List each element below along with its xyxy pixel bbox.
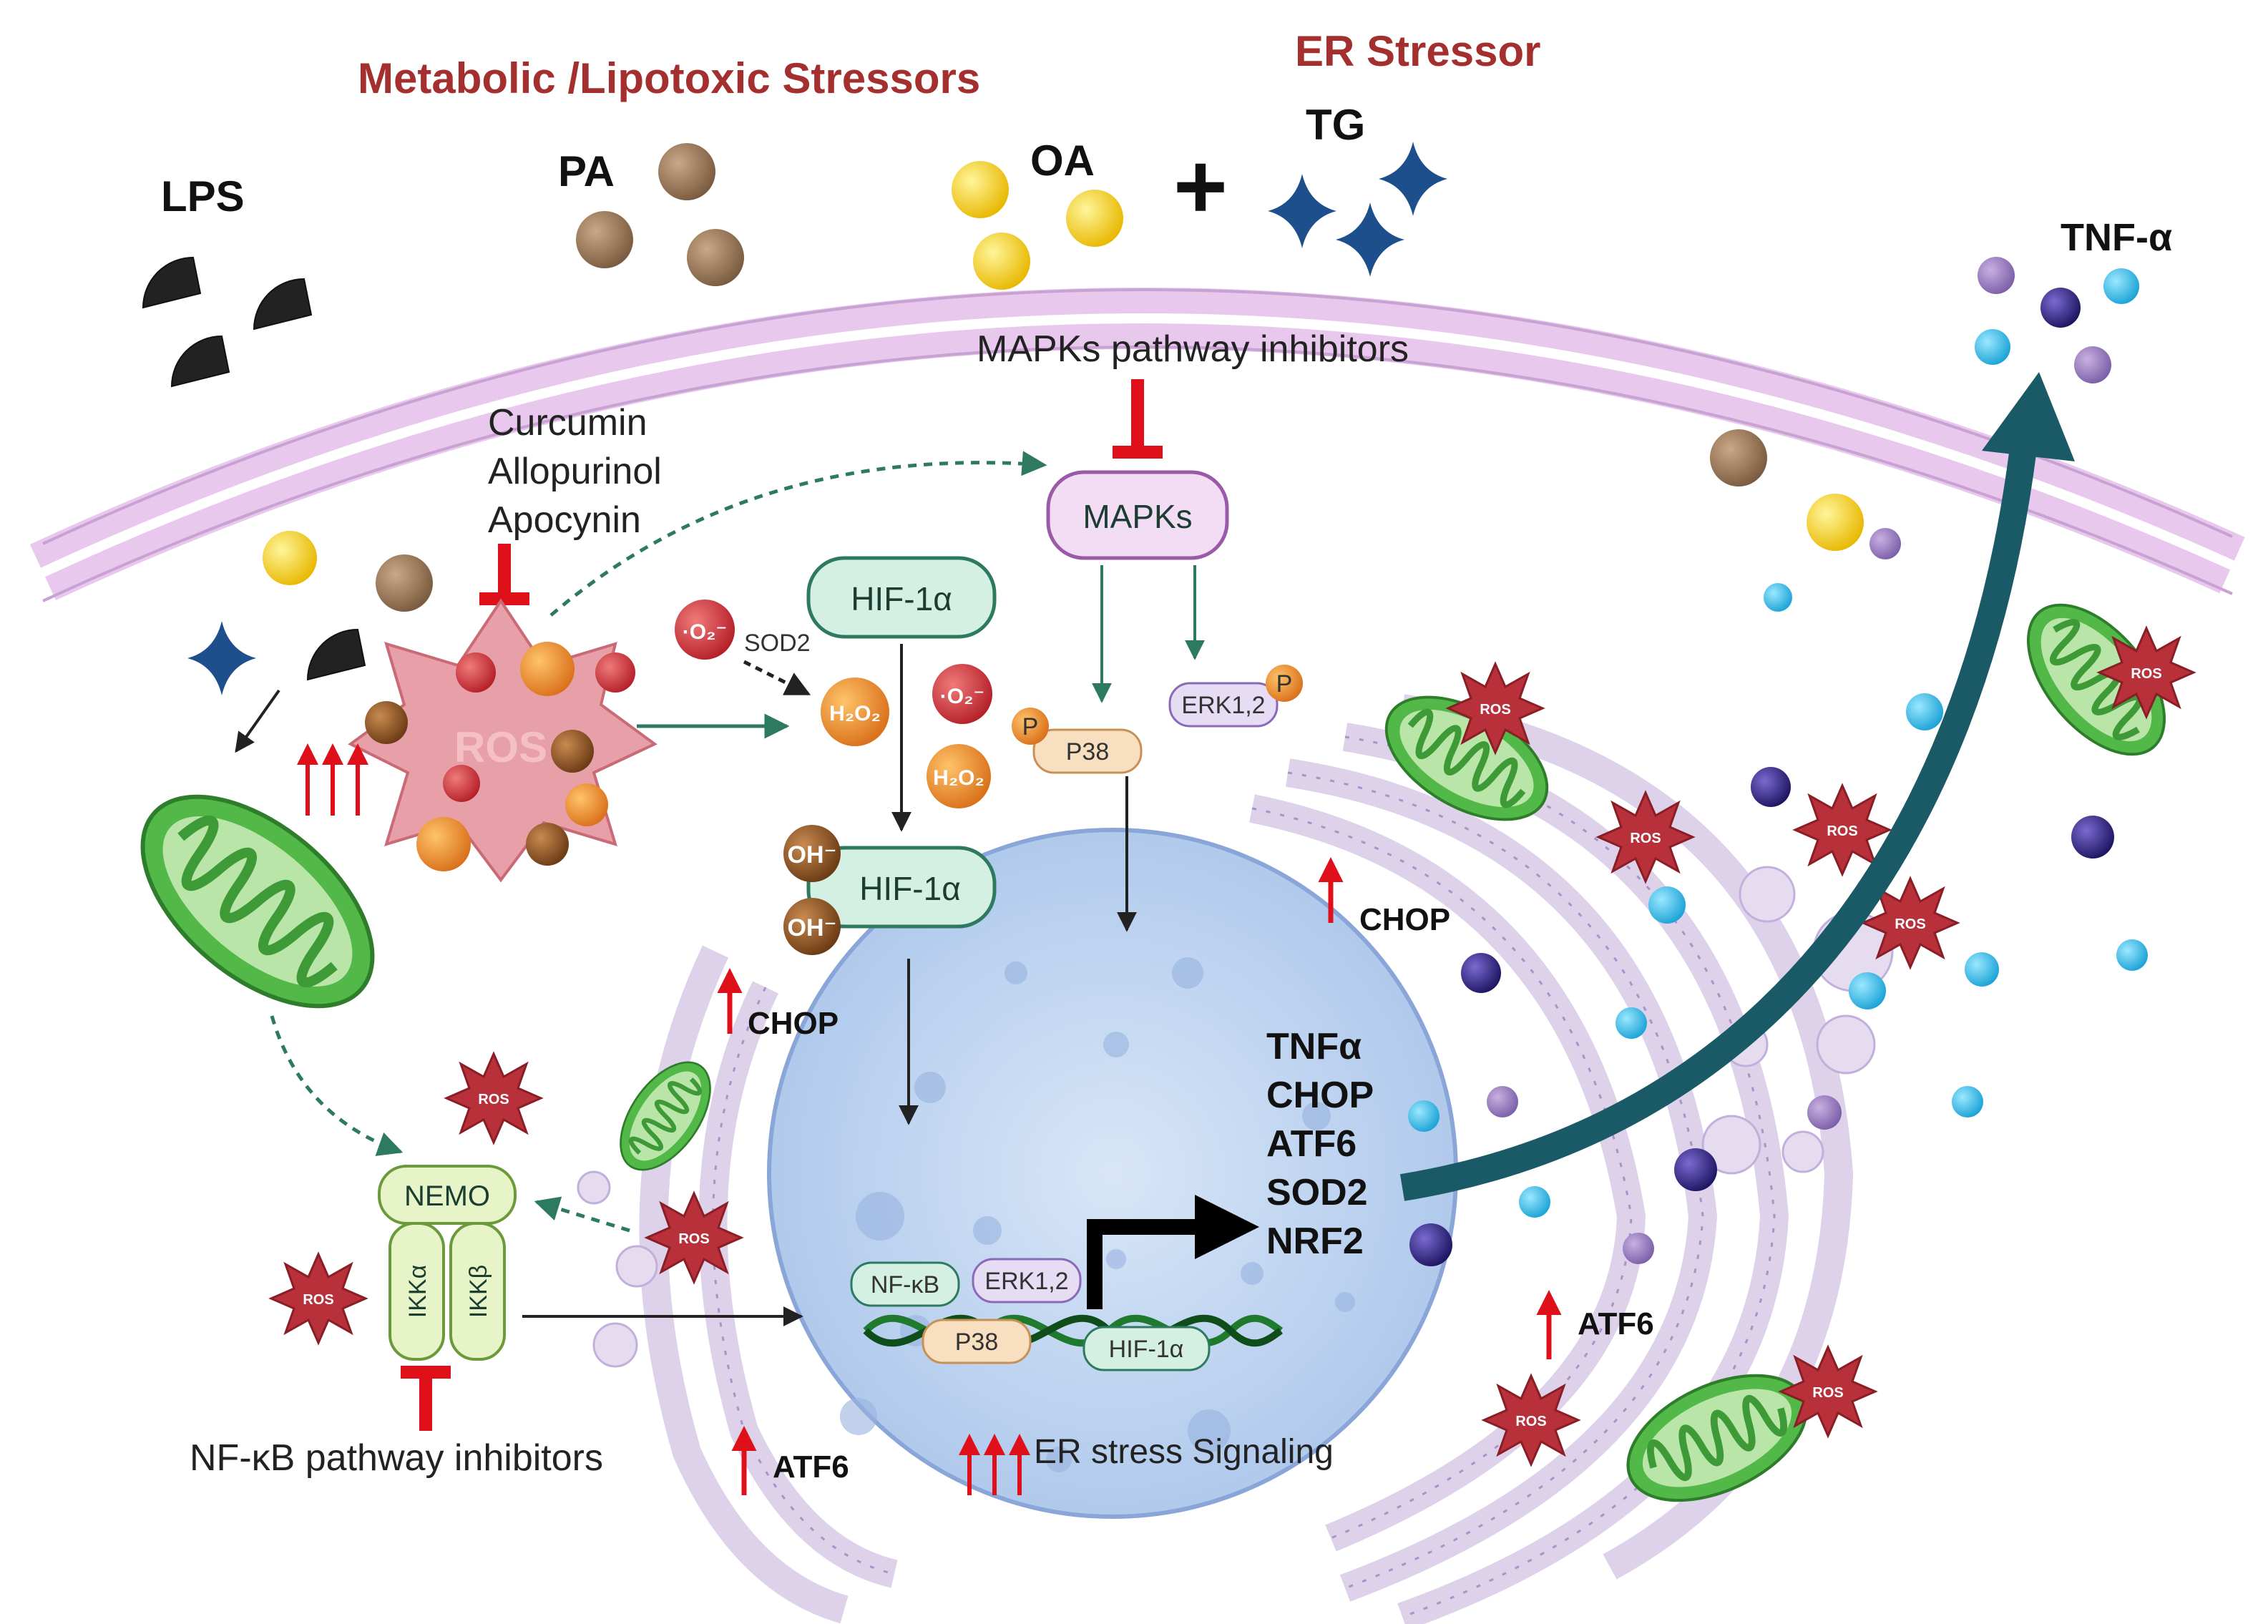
intracellular-oa-icon (263, 531, 317, 585)
intracellular-tg-icon (187, 621, 256, 695)
svg-text:ROS: ROS (1895, 916, 1925, 932)
ros-molecules (365, 642, 635, 871)
hif-mid-node (806, 846, 997, 929)
nucleus-p38-node (922, 1319, 1032, 1364)
nfkb-inhibit-bar (401, 1366, 451, 1431)
oa-label: OA (1030, 137, 1095, 185)
lps-wedge-icon (142, 257, 312, 387)
curcumin-label: Curcumin (488, 402, 647, 444)
gene-chop: CHOP (1266, 1075, 1374, 1116)
chop-label-left: CHOP (748, 1006, 839, 1041)
svg-text:ROS: ROS (1630, 831, 1661, 846)
pa-label: PA (558, 147, 615, 195)
nucleus-erk-label: ERK1,2 (984, 1268, 1068, 1295)
plasma-membrane (29, 288, 2245, 602)
superoxide-label: ·O₂⁻ (683, 620, 728, 644)
mapks-label: MAPKs (1082, 498, 1192, 535)
h2o2-1-label: H₂O₂ (829, 702, 881, 725)
ros-burst-label: ROS (454, 723, 547, 771)
gene-sod2: SOD2 (1266, 1172, 1368, 1213)
mapk-inhibit-bar (1113, 379, 1163, 459)
hif-mid-label: HIF-1α (859, 870, 961, 907)
sod2-label: SOD2 (744, 630, 811, 657)
er-up-arrows (717, 857, 1562, 1495)
ikkb-label: IKKβ (465, 1265, 492, 1318)
atf6-label-right: ATF6 (1578, 1306, 1654, 1341)
mapks-node (1046, 470, 1229, 560)
hif-oh-1-label: OH⁻ (788, 841, 837, 869)
nucleus-nfkb-node (850, 1261, 960, 1307)
svg-text:ROS: ROS (1515, 1414, 1546, 1429)
metabolic-stressors-heading: Metabolic /Lipotoxic Stressors (358, 54, 980, 102)
h2o2-1-icon (821, 678, 889, 746)
plus-sign: + (1173, 134, 1228, 238)
lps-label: LPS (161, 172, 245, 220)
mapk-inhibitors-label: MAPKs pathway inhibitors (977, 328, 1409, 370)
svg-text:ROS: ROS (2131, 666, 2161, 682)
tnf-alpha-molecules-icon (1975, 257, 2139, 383)
nemo-label: NEMO (404, 1180, 490, 1212)
hif-top-label: HIF-1α (851, 580, 952, 617)
nemo-node (378, 1165, 517, 1225)
erk-node (1168, 682, 1279, 728)
nucleus-hif-node (1082, 1326, 1211, 1371)
hif-oh-1-icon (783, 825, 841, 882)
svg-text:ROS: ROS (1827, 823, 1857, 839)
superoxide-2-icon (932, 664, 992, 724)
antioxidant-inhibit-bar (479, 544, 529, 605)
ikkb-node (449, 1222, 506, 1361)
gene-atf6: ATF6 (1266, 1123, 1357, 1165)
superoxide-icon (675, 600, 735, 660)
apocynin-label: Apocynin (488, 499, 641, 541)
nucleus-hif-label: HIF-1α (1109, 1336, 1184, 1363)
ros-up-arrows (297, 743, 368, 816)
superoxide-2-label: ·O₂⁻ (940, 685, 985, 708)
er-stress-signaling-label: ER stress Signaling (1034, 1433, 1334, 1471)
svg-text:ROS: ROS (303, 1292, 333, 1308)
intracellular-lps-icon (307, 629, 366, 680)
gene-nrf2: NRF2 (1266, 1221, 1364, 1262)
p38-phospho-label: P (1022, 713, 1039, 740)
intracellular-pa-icon (376, 554, 433, 612)
ikka-label: IKKα (404, 1265, 431, 1318)
tnf-alpha-label: TNF-α (2061, 216, 2172, 259)
scattered-molecules (1408, 429, 2148, 1266)
triglyceride-icon (1268, 142, 1447, 277)
nucleus-erk-node (972, 1258, 1082, 1303)
tnf-secretion-arrow (1399, 434, 2038, 1201)
h2o2-2-icon (927, 744, 991, 808)
hif-top-node (806, 556, 997, 639)
tnf-secretion-arrowhead (1982, 372, 2075, 461)
palmitic-acid-icon (576, 143, 744, 286)
atf6-label-left: ATF6 (773, 1449, 849, 1484)
svg-text:ROS: ROS (1480, 702, 1510, 718)
erk-phospho-icon (1266, 665, 1303, 702)
mitochondrion-left-icon (105, 756, 410, 1046)
gene-tnfa: TNFα (1266, 1026, 1362, 1067)
svg-text:ROS: ROS (678, 1231, 709, 1247)
ros-star-labels: ROS ROS ROS ROS ROS ROS ROS ROS ROS ROS (303, 666, 2161, 1429)
hif-oh-2-icon (783, 898, 841, 955)
tg-label: TG (1306, 101, 1365, 149)
allopurinol-label: Allopurinol (488, 451, 662, 492)
p38-phospho-icon (1012, 708, 1049, 745)
nucleus-nfkb-label: NF-κB (871, 1271, 939, 1298)
h2o2-2-label: H₂O₂ (933, 766, 984, 790)
svg-text:ROS: ROS (478, 1092, 509, 1107)
p38-node (1032, 728, 1143, 774)
svg-text:ROS: ROS (1812, 1385, 1843, 1401)
erk-phospho-label: P (1276, 670, 1293, 698)
nfkb-inhibitors-label: NF-κB pathway inhibitors (190, 1437, 603, 1479)
erk-label: ERK1,2 (1181, 692, 1265, 719)
nucleus-p38-label: P38 (955, 1329, 999, 1356)
p38-label: P38 (1066, 738, 1110, 765)
er-stressor-heading: ER Stressor (1295, 27, 1540, 75)
chop-label-right: CHOP (1359, 902, 1450, 937)
hif-oh-2-label: OH⁻ (788, 914, 837, 941)
transcription-arrow-icon (1087, 1195, 1259, 1309)
er-stress-up-arrows (959, 1434, 1030, 1495)
oleic-acid-icon (952, 161, 1123, 290)
ikka-node (388, 1222, 445, 1361)
